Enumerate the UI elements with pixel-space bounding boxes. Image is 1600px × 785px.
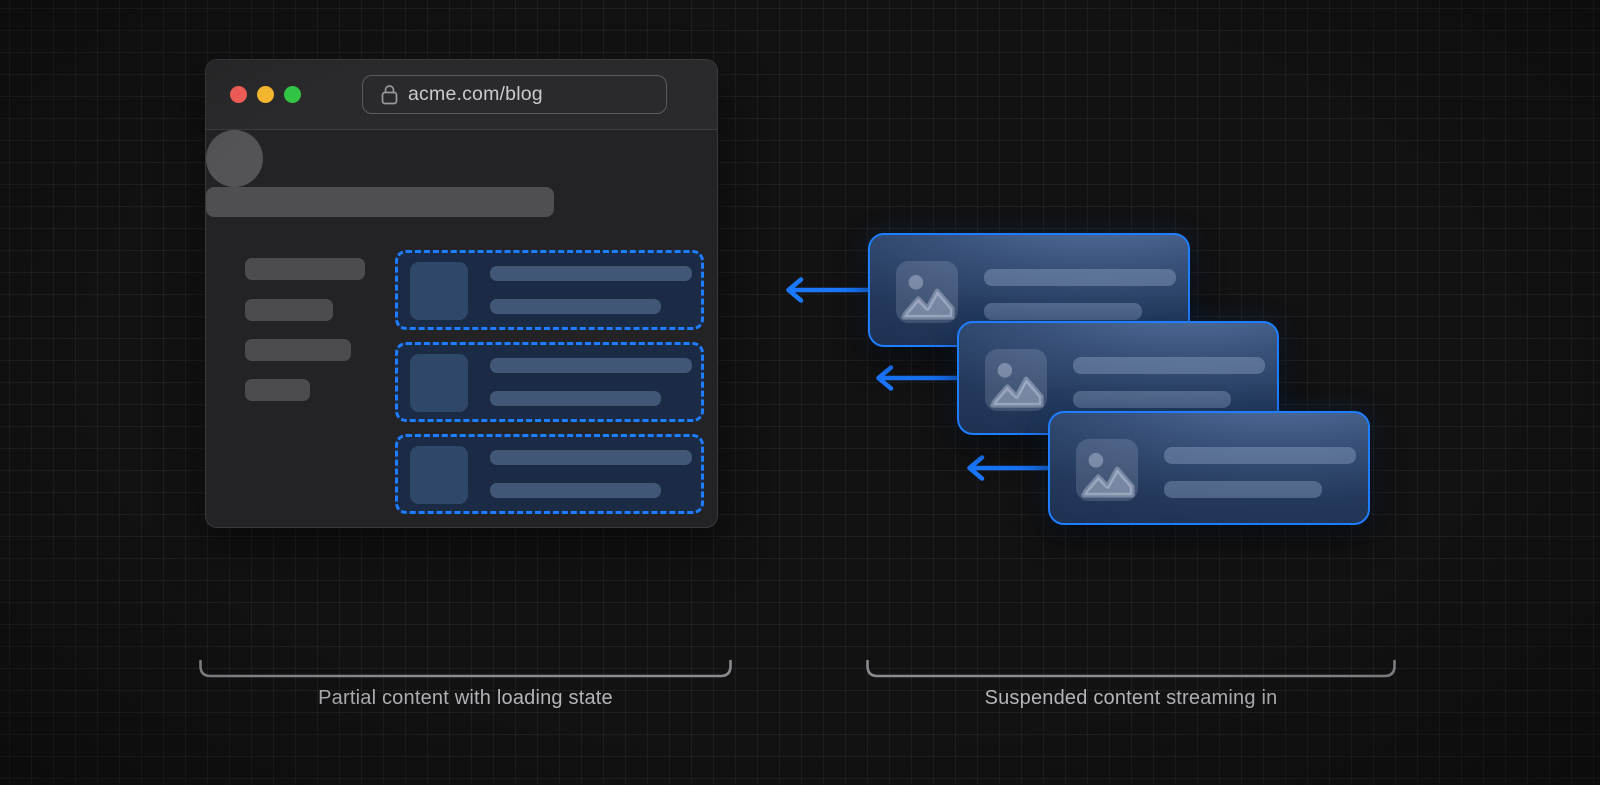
text-skeleton-line bbox=[490, 266, 692, 281]
sidebar-skeleton-line bbox=[245, 299, 333, 321]
sidebar-skeleton-line bbox=[245, 379, 310, 401]
zoom-window-icon bbox=[284, 86, 301, 103]
minimize-window-icon bbox=[257, 86, 274, 103]
text-skeleton-line bbox=[490, 483, 661, 498]
sidebar-skeleton-line bbox=[245, 339, 351, 361]
image-icon bbox=[1076, 439, 1138, 501]
bracket-underline bbox=[199, 659, 732, 678]
text-skeleton-line bbox=[984, 269, 1176, 286]
text-skeleton-line bbox=[1073, 391, 1231, 408]
url-bar: acme.com/blog bbox=[362, 75, 667, 114]
text-skeleton-line bbox=[1164, 447, 1356, 464]
lock-icon bbox=[381, 84, 398, 105]
caption-partial-content: Partial content with loading state bbox=[318, 687, 613, 709]
loading-card-placeholder bbox=[395, 342, 704, 422]
image-icon bbox=[896, 261, 958, 323]
avatar-skeleton bbox=[206, 130, 263, 187]
bracket-underline bbox=[866, 659, 1396, 678]
thumbnail-skeleton bbox=[410, 262, 468, 320]
arrow-left-icon bbox=[967, 455, 1054, 481]
text-skeleton-line bbox=[1073, 357, 1265, 374]
text-skeleton-line bbox=[984, 303, 1142, 320]
close-window-icon bbox=[230, 86, 247, 103]
image-icon bbox=[985, 349, 1047, 411]
arrow-left-icon bbox=[876, 365, 963, 391]
browser-titlebar: acme.com/blog bbox=[206, 60, 717, 130]
window-controls bbox=[230, 86, 301, 103]
text-skeleton-line bbox=[490, 299, 661, 314]
loading-card-placeholder bbox=[395, 434, 704, 514]
thumbnail-skeleton bbox=[410, 446, 468, 504]
thumbnail-skeleton bbox=[410, 354, 468, 412]
url-text: acme.com/blog bbox=[408, 83, 543, 105]
streamed-content-card bbox=[1048, 411, 1370, 525]
arrow-left-icon bbox=[786, 277, 873, 303]
text-skeleton-line bbox=[490, 391, 661, 406]
text-skeleton-line bbox=[490, 450, 692, 465]
heading-skeleton bbox=[206, 187, 554, 217]
loading-card-placeholder bbox=[395, 250, 704, 330]
text-skeleton-line bbox=[490, 358, 692, 373]
browser-window-mockup: acme.com/blog bbox=[205, 59, 718, 528]
caption-suspended-content: Suspended content streaming in bbox=[984, 687, 1278, 709]
sidebar-skeleton-line bbox=[245, 258, 365, 280]
text-skeleton-line bbox=[1164, 481, 1322, 498]
